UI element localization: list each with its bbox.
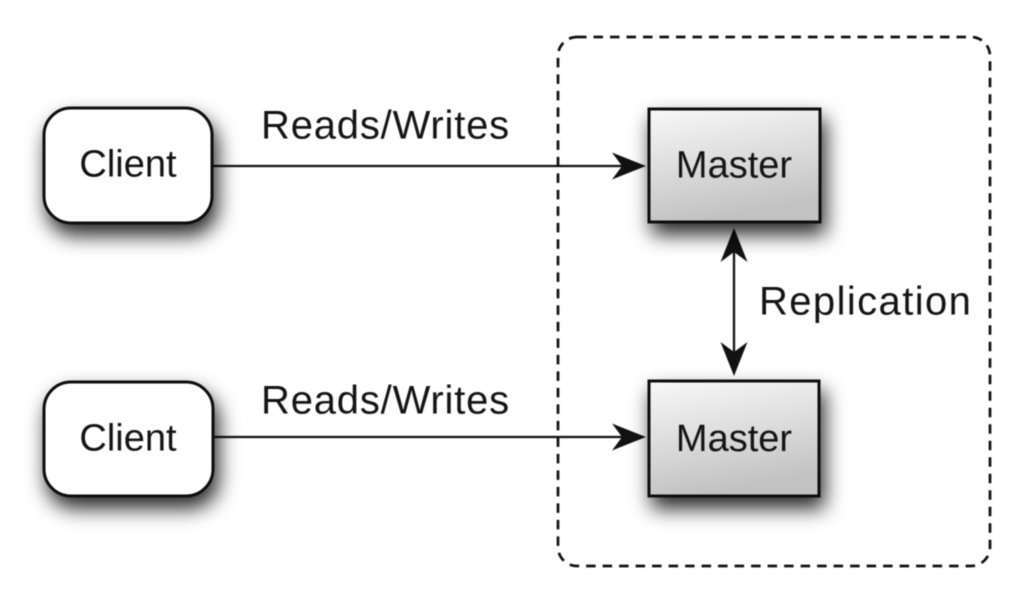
svg-text:Reads/Writes: Reads/Writes [261,379,510,423]
svg-text:Client: Client [79,144,177,186]
svg-text:Client: Client [79,418,177,460]
svg-text:Master: Master [676,418,792,460]
svg-text:Master: Master [676,145,792,187]
svg-text:Reads/Writes: Reads/Writes [261,104,510,148]
svg-text:Replication: Replication [759,280,972,324]
